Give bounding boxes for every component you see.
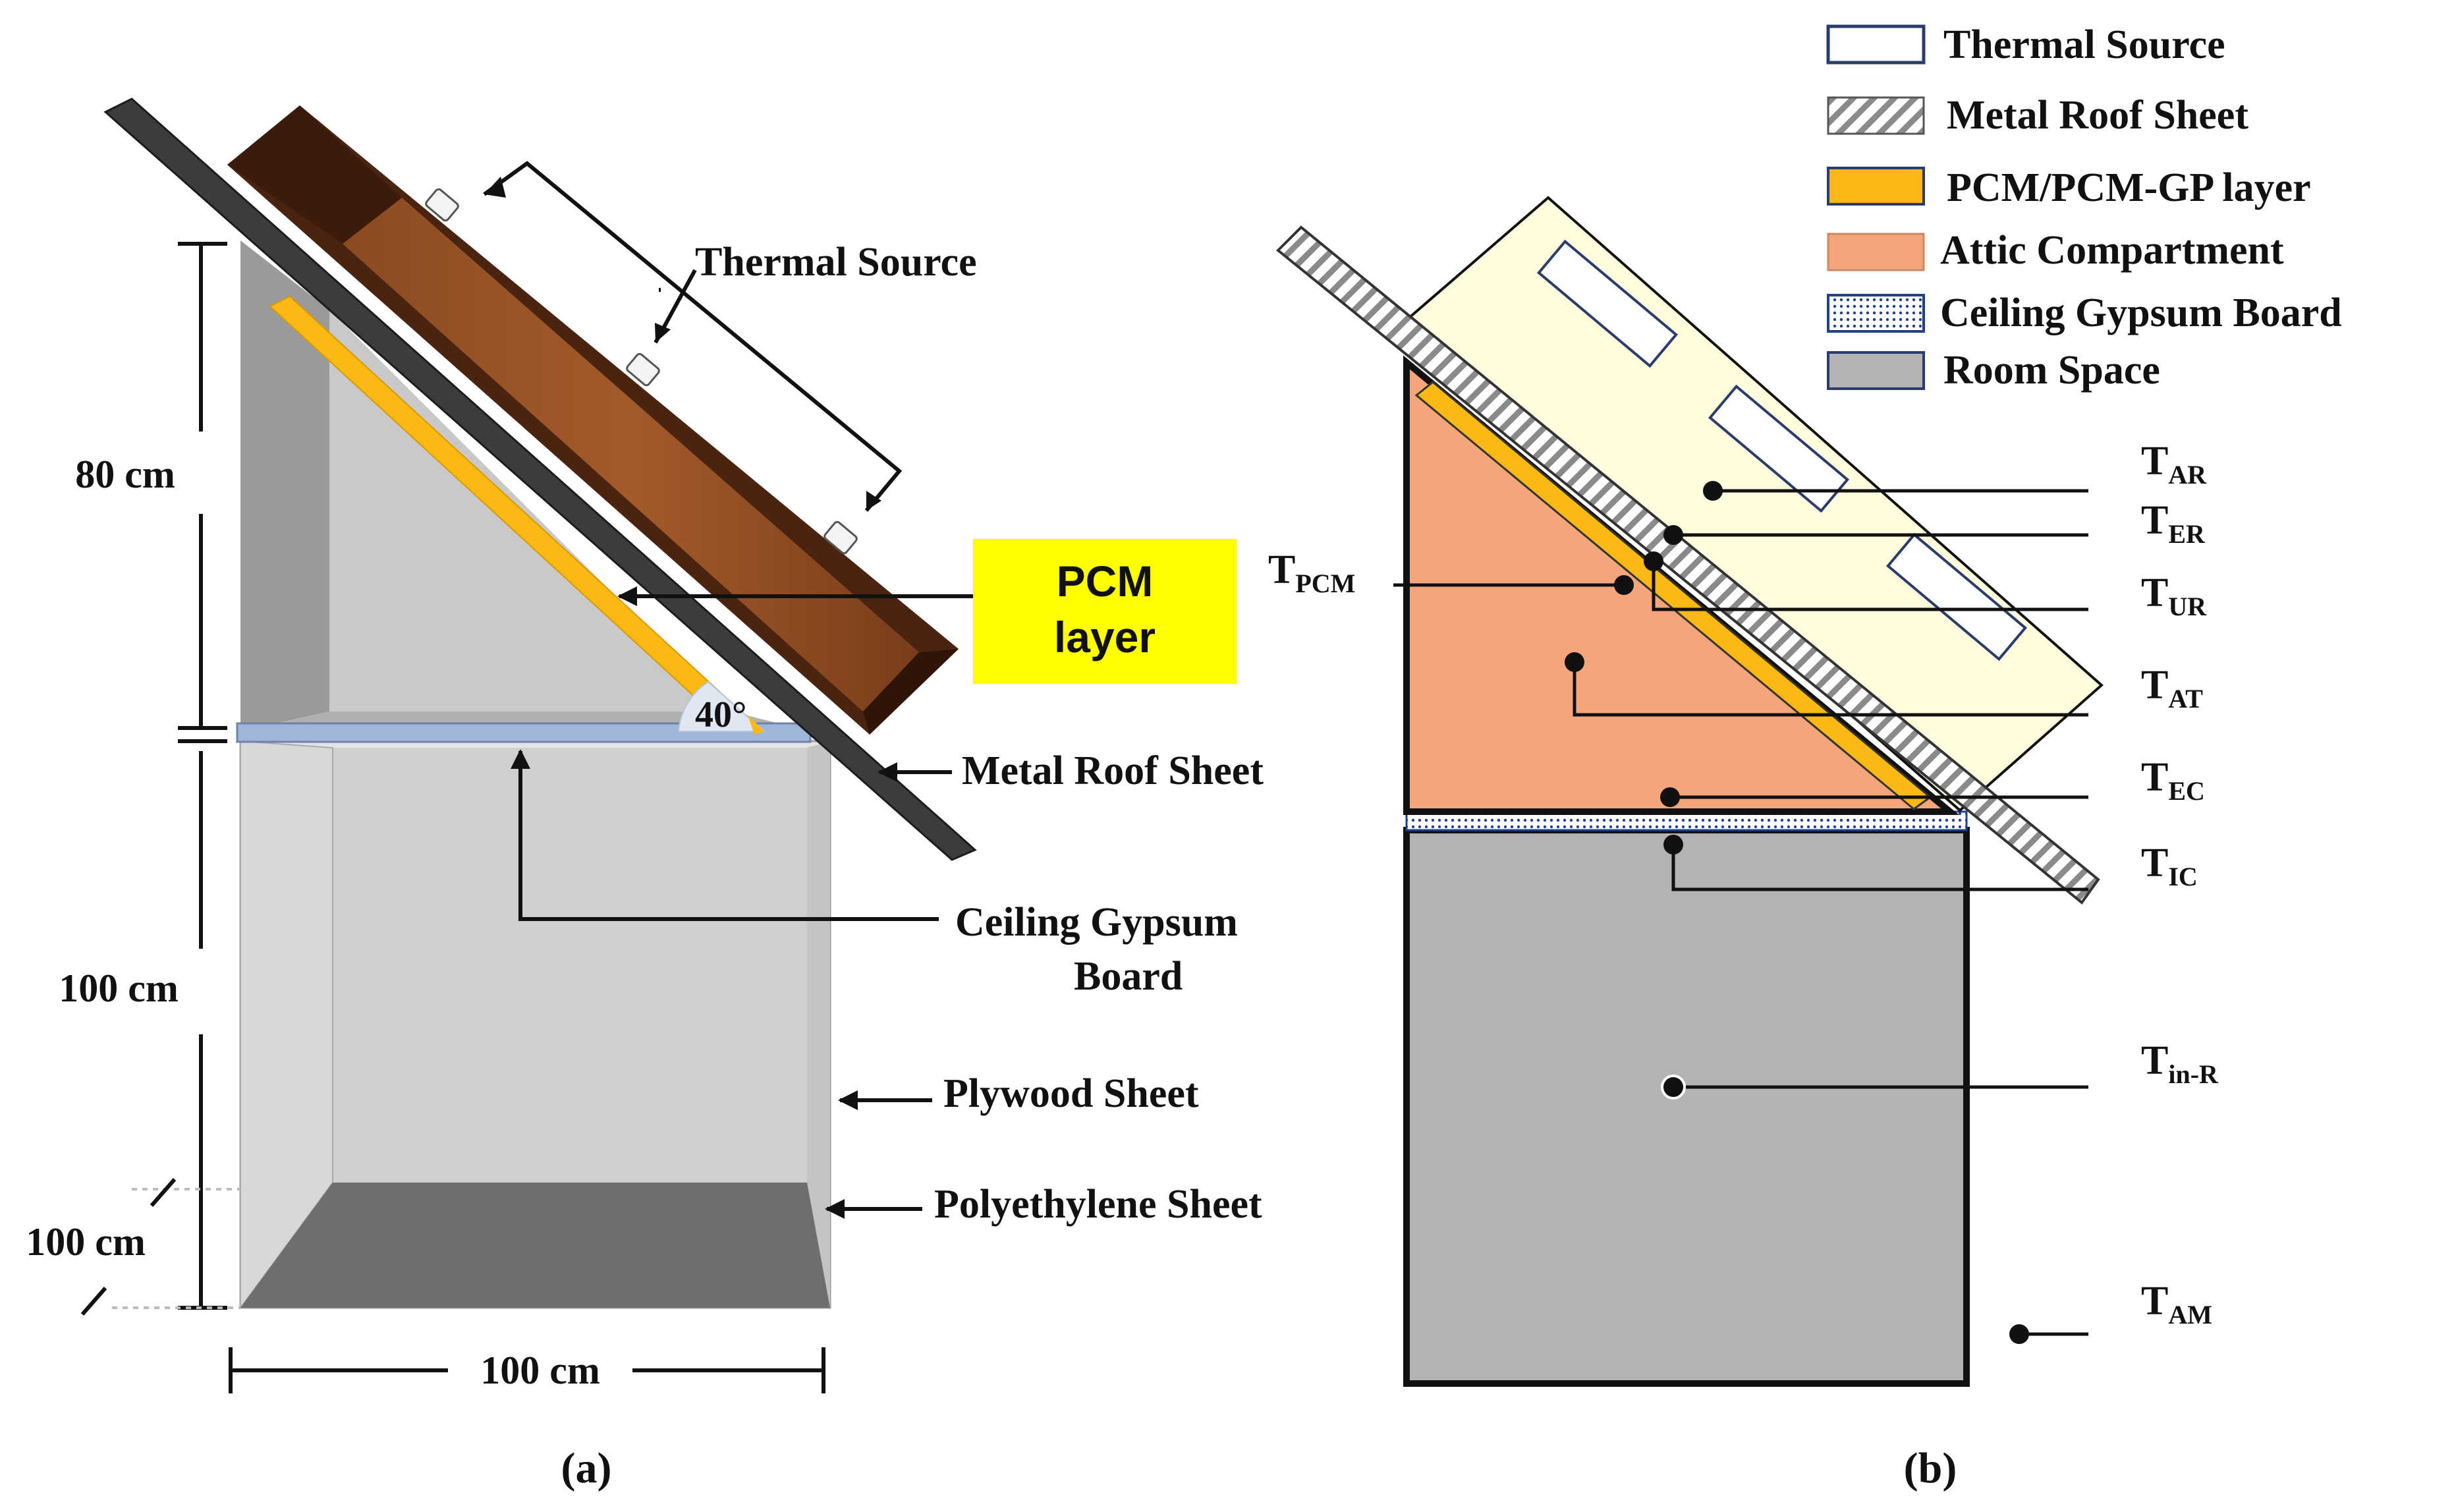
panel-b: TAR TER TPCM TUR TAT TEC TIC Tin-R TAM T… [1268,22,2342,1492]
panel-a-caption: (a) [561,1444,612,1492]
thermal-source-glow [1403,198,2102,810]
width-dimension [229,1347,825,1393]
sensor-er [1663,525,1683,545]
legend-swatch-pcm [1827,167,1925,206]
room-box [239,740,831,1310]
label-t-at: TAT [2141,663,2203,714]
sensor-am [2009,1324,2029,1344]
legend: Thermal Source Metal Roof Sheet PCM/PCM-… [1826,22,2342,393]
sensor-ur [1644,551,1663,571]
heater-knob-2 [626,352,660,387]
legend-label-pcm: PCM/PCM-GP layer [1947,165,2311,210]
label-t-inr: Tin-R [2141,1038,2219,1089]
heater-knob-3 [823,520,858,555]
legend-swatch-room [1827,351,1925,390]
ceiling-label-line2: Board [1074,954,1183,999]
label-t-am: TAM [2141,1279,2212,1330]
label-t-pcm: TPCM [1268,547,1355,598]
metal-roof-label: Metal Roof Sheet [962,748,1264,793]
legend-label-ceiling: Ceiling Gypsum Board [1940,291,2342,335]
legend-swatch-thermal-source [1826,24,1926,65]
heater-element-1 [1536,239,1679,368]
legend-swatch-metal-roof [1827,96,1925,135]
pcm-callout-box [973,539,1237,684]
roof-angle-arc [677,681,766,732]
heater-knob-1 [425,188,459,222]
room-height-label: 100 cm [59,966,179,1010]
pcm-callout-line2: layer [1054,613,1156,661]
legend-label-attic: Attic Compartment [1940,228,2284,273]
sensor-ic [1663,835,1683,854]
label-t-ic: TIC [2141,841,2198,891]
label-t-er: TER [2141,498,2206,549]
heater-element-3 [1885,532,2028,661]
sensor-ec [1660,787,1680,807]
label-t-ar: TAR [2141,439,2207,490]
ceiling-pointer [511,749,939,921]
pcm-callout-line1: PCM [1057,557,1154,605]
panel-a: Thermal Source 40° PCM layer Metal Roof … [26,98,1264,1492]
metal-roof-sheet [103,98,977,861]
polyethylene-label: Polyethylene Sheet [934,1182,1262,1227]
legend-label-room: Room Space [1943,348,2160,393]
heater-element-2 [1708,384,1850,513]
legend-swatch-ceiling [1827,294,1925,333]
sensor-at [1565,652,1584,672]
sensor-dots [1565,481,2029,1344]
angle-label: 40° [695,694,746,735]
sensor-inr [1661,1075,1686,1100]
legend-label-metal-roof: Metal Roof Sheet [1947,93,2248,138]
metal-roof-sheet-b [1276,225,2100,905]
sensor-leaders [1393,489,2088,1336]
thermal-source-label: Thermal Source [695,240,977,285]
panel-b-caption: (b) [1904,1444,1957,1492]
vertical-dimension [178,242,227,1310]
attic-height-label: 80 cm [75,453,175,496]
thermal-source-box [227,105,959,735]
label-t-ur: TUR [2141,571,2207,621]
plywood-label: Plywood Sheet [943,1071,1199,1116]
depth-label: 100 cm [26,1220,146,1264]
label-t-ec: TEC [2141,755,2205,806]
legend-label-thermal-source: Thermal Source [1943,22,2225,67]
room-space [1403,827,1970,1387]
ceiling-label-line1: Ceiling Gypsum [955,900,1238,945]
depth-dimension [80,1178,240,1316]
legend-swatch-attic [1827,233,1925,271]
width-label: 100 cm [480,1349,600,1392]
sensor-ar [1703,481,1723,501]
sensor-pcm [1614,575,1634,595]
